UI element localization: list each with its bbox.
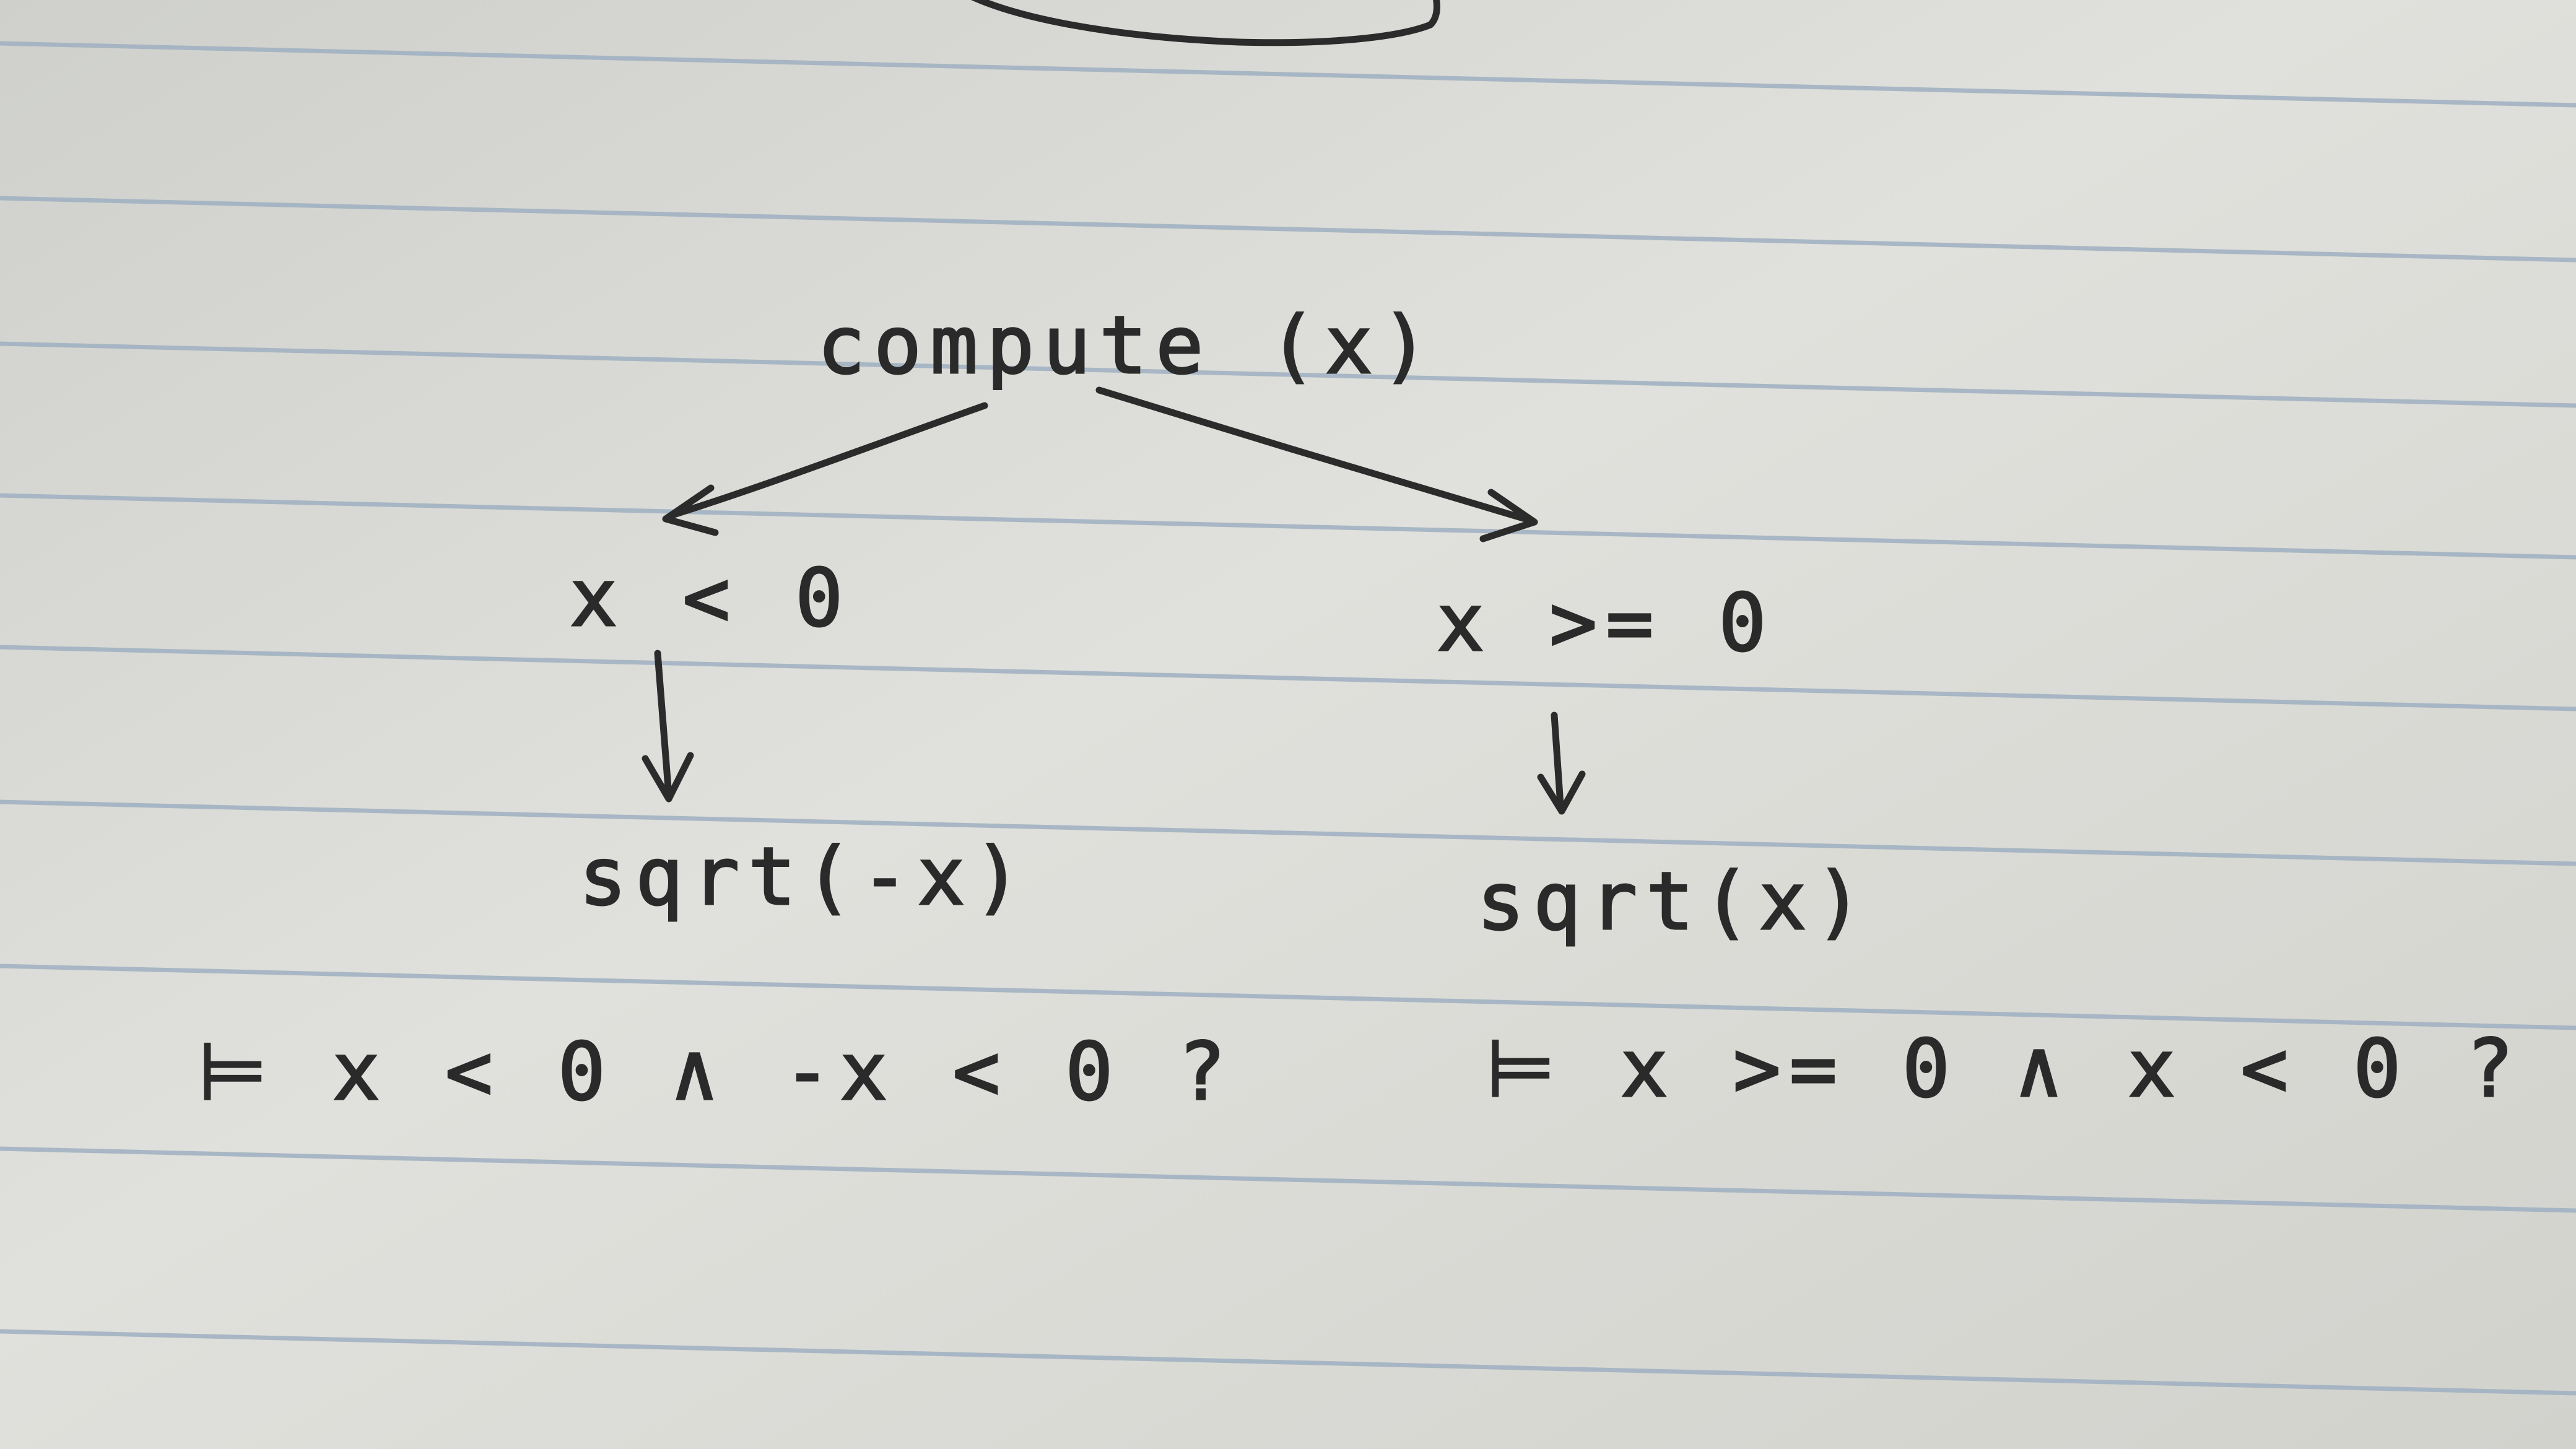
right-call-label: sqrt(x) (1477, 856, 1871, 948)
rule-line (0, 196, 2576, 263)
root-node-label: compute (x) (817, 300, 1438, 392)
right-condition-label: x >= 0 (1437, 577, 1775, 669)
arrow-left-down (654, 650, 672, 799)
rule-line (0, 964, 2576, 1030)
rule-line (0, 1329, 2576, 1396)
arrow-head-right-down (1537, 770, 1586, 815)
arrow-to-left-branch (668, 402, 988, 519)
left-call-label: sqrt(-x) (579, 831, 1030, 923)
right-branch: x >= 0 sqrt(x) ⊨ x >= 0 ∧ x < 0 ? (1436, 577, 2523, 1116)
right-check-label: ⊨ x >= 0 ∧ x < 0 ? (1486, 1023, 2523, 1115)
rule-line (0, 493, 2576, 560)
arrow-head-right (1479, 489, 1538, 542)
arrow-to-right-branch (1095, 386, 1533, 524)
ruled-lines (0, 41, 2576, 1396)
arrow-right-down (1551, 711, 1564, 809)
rule-line (0, 799, 2576, 866)
rule-line (0, 1146, 2576, 1213)
arrow-head-left (662, 484, 719, 536)
rule-line (0, 41, 2576, 108)
partial-oval-shape (971, 0, 1440, 46)
left-condition-label: x < 0 (570, 552, 851, 645)
left-branch: x < 0 sqrt(-x) ⊨ x < 0 ∧ -x < 0 ? (198, 552, 1235, 1120)
arrow-head-left-down (642, 752, 694, 803)
rule-line (0, 645, 2576, 711)
rule-line (0, 341, 2576, 408)
left-check-label: ⊨ x < 0 ∧ -x < 0 ? (198, 1026, 1235, 1118)
